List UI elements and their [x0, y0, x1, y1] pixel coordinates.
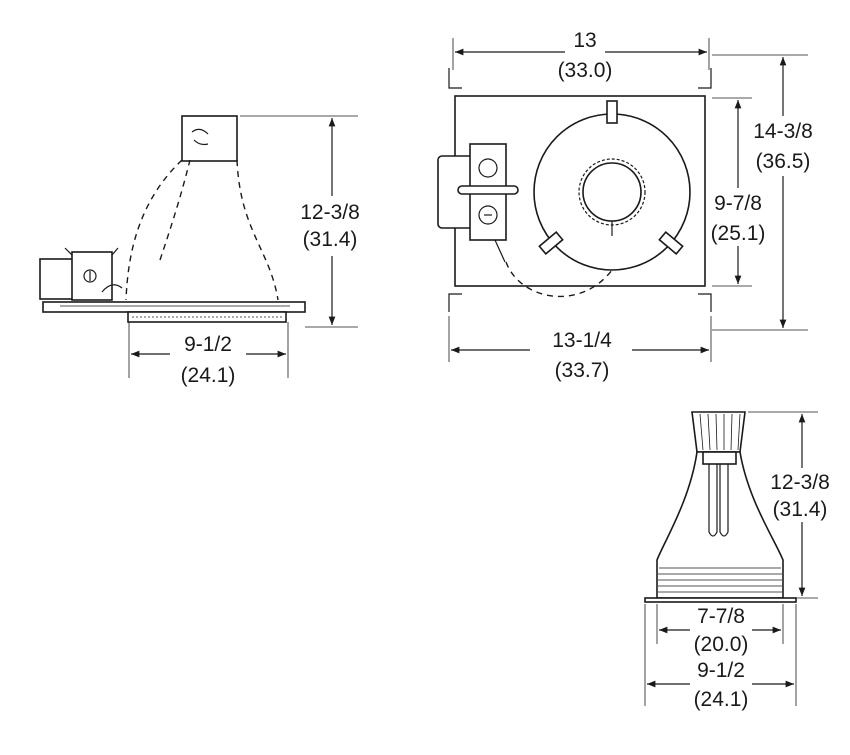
reflector-outline-left — [125, 159, 183, 301]
junction-box — [71, 251, 113, 301]
bracket-bottom — [448, 293, 712, 312]
lamp-socket — [582, 162, 642, 222]
clip-top — [606, 100, 618, 124]
strap — [457, 185, 519, 195]
top-depth-metric: (36.5) — [756, 150, 811, 173]
side-aperture-metric: (24.1) — [181, 364, 236, 387]
lamp-tube-2 — [719, 464, 729, 537]
reflector-flange — [644, 597, 797, 603]
wire-coil — [191, 128, 209, 146]
socket-housing — [181, 115, 238, 162]
side-height-label: 12-3/8 — [300, 201, 360, 224]
clip-right — [658, 230, 684, 256]
clip-left — [538, 230, 564, 256]
side-aperture-label: 9-1/2 — [184, 333, 232, 356]
top-bottom-width-label: 13-1/4 — [552, 329, 612, 352]
reflector-height-label: 12-3/8 — [770, 471, 830, 494]
top-depth-label: 14-3/8 — [753, 120, 813, 143]
wire-dashed — [159, 159, 191, 261]
lamp-tube-1 — [708, 464, 718, 537]
wire-dashed-top — [505, 261, 613, 298]
side-height-metric: (31.4) — [303, 228, 358, 251]
knockout-icon — [83, 269, 97, 283]
top-bottom-width-metric: (33.7) — [555, 359, 610, 382]
reflector-flange-label: 9-1/2 — [697, 659, 745, 682]
top-inner-label: 9-7/8 — [714, 192, 762, 215]
top-width-metric: (33.0) — [558, 59, 613, 82]
knockout-icon-upper — [478, 158, 498, 178]
top-width-label: 13 — [573, 29, 596, 52]
trim-ring — [127, 311, 287, 323]
reflector-opening-metric: (20.0) — [694, 633, 749, 656]
knockout-icon-lower — [478, 205, 498, 225]
lamp-base — [702, 451, 737, 465]
reflector-flange-metric: (24.1) — [694, 688, 749, 711]
reflector-opening-label: 7-7/8 — [697, 605, 745, 628]
plaster-frame — [42, 301, 306, 313]
reflector-height-metric: (31.4) — [773, 498, 828, 521]
flex-conduit — [101, 284, 123, 293]
top-view: 13 (33.0) 14-3/8 (36.5) 9-7/8 (25.1) 13-… — [437, 29, 813, 382]
reflector-outline-right — [236, 159, 279, 301]
side-view: 12-3/8 (31.4) 9-1/2 (24.1) — [39, 115, 360, 387]
junction-box-cover — [39, 258, 74, 300]
bracket-top — [448, 68, 712, 89]
reflector-view: 12-3/8 (31.4) 7-7/8 (20.0) 9-1/2 (24.1) — [644, 411, 830, 711]
wire-lead — [494, 239, 506, 263]
top-inner-metric: (25.1) — [711, 222, 766, 245]
